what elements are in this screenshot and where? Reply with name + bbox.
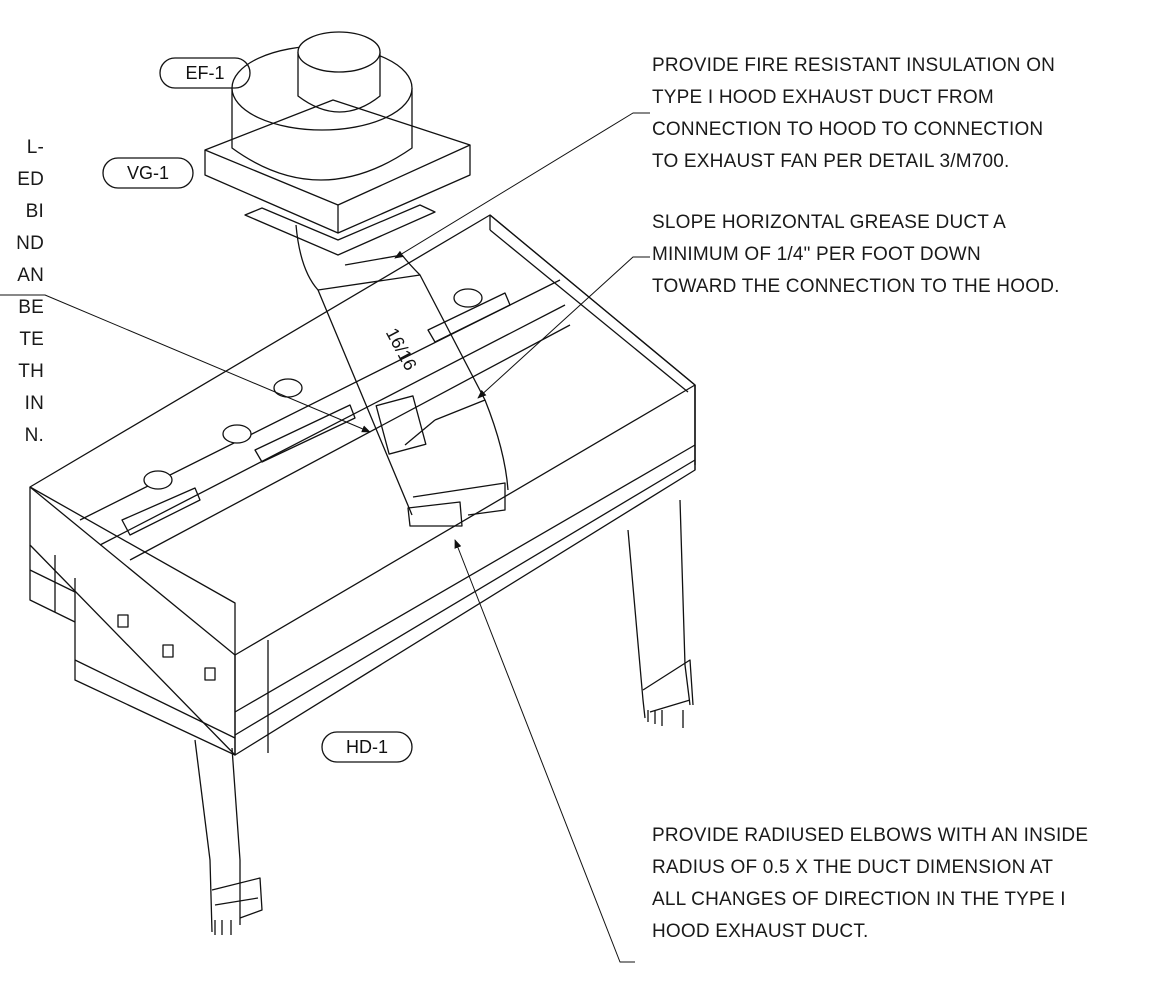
note-line: ND [16, 233, 44, 254]
ef1-tag: EF-1 [185, 63, 224, 83]
note-line: PROVIDE FIRE RESISTANT INSULATION ON [652, 55, 1056, 76]
tag-bubbles [102, 57, 413, 763]
filter-rails [79, 279, 571, 561]
note-line: TH [18, 361, 44, 382]
note-line: RADIUS OF 0.5 X THE DUCT DIMENSION AT [652, 857, 1054, 878]
hood-legs [194, 499, 694, 935]
elbows-note: PROVIDE RADIUSED ELBOWS WITH AN INSIDE R… [652, 820, 1088, 948]
note-line: L- [26, 137, 44, 158]
vg1-tag: VG-1 [127, 163, 169, 183]
slope-note: SLOPE HORIZONTAL GREASE DUCT A MINIMUM O… [652, 207, 1060, 303]
exhaust-duct [295, 224, 509, 527]
note-line: TYPE I HOOD EXHAUST DUCT FROM [652, 87, 994, 108]
note-line: PROVIDE RADIUSED ELBOWS WITH AN INSIDE [652, 825, 1089, 846]
note-line: N. [24, 425, 44, 446]
note-line: BE [18, 297, 44, 318]
exhaust-fan [204, 31, 471, 256]
note-line: SLOPE HORIZONTAL GREASE DUCT A [652, 212, 1007, 233]
insulation-note: PROVIDE FIRE RESISTANT INSULATION ON TYP… [652, 50, 1055, 178]
note-line: CONNECTION TO HOOD TO CONNECTION [652, 119, 1044, 140]
note-line: AN [17, 265, 44, 286]
note-line: ALL CHANGES OF DIRECTION IN THE TYPE I [652, 889, 1066, 910]
note-line: MINIMUM OF 1/4" PER FOOT DOWN [652, 244, 981, 265]
note-line: IN [24, 393, 44, 414]
note-line: TOWARD THE CONNECTION TO THE HOOD. [652, 276, 1060, 297]
note-line: HOOD EXHAUST DUCT. [652, 921, 869, 942]
note-line: TE [19, 329, 44, 350]
left-note: L- ED BI ND AN BE TE TH IN N. [0, 132, 44, 452]
hd1-tag: HD-1 [346, 737, 388, 757]
note-line: TO EXHAUST FAN PER DETAIL 3/M700. [652, 151, 1010, 172]
leader-lines [0, 112, 650, 963]
note-line: BI [25, 201, 44, 222]
note-line: ED [17, 169, 44, 190]
hood-body [29, 214, 696, 756]
